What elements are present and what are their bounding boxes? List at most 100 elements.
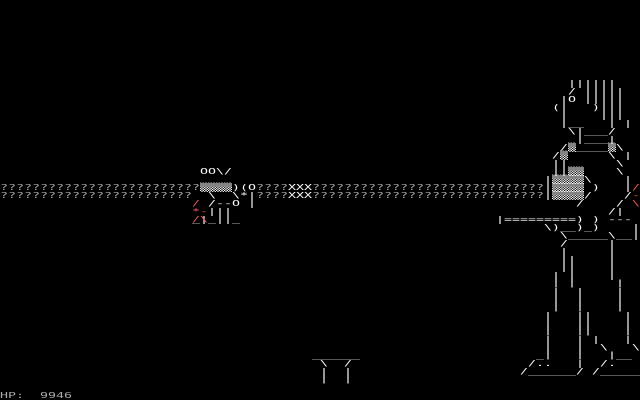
blank-gap [0,192,632,200]
hit-mark-row [0,312,640,320]
ascii-run: ????????????????????????????? [312,191,544,201]
ascii-run: ????????????????????????? [0,183,200,193]
hit-mark-row [0,0,640,8]
hit-mark-row [0,88,640,96]
ascii-figure-row: /--O | / / [0,200,640,208]
ascii-run: || [576,311,592,321]
hit-mark-row [0,272,640,280]
ascii-run: | [608,263,616,273]
ascii-run: |=========) [496,215,584,225]
ascii-figure-row: ||| /| [0,208,640,216]
ascii-run: | [576,335,584,345]
ascii-run: / [344,359,352,369]
ascii-run: --- [608,215,632,225]
hit-mark-row [0,168,640,176]
ascii-run: / [560,239,568,249]
ascii-run: | [624,319,632,329]
hit-mark-row [0,368,640,376]
ascii-run: | [624,311,632,321]
ascii-run: | [624,175,632,185]
ascii-figure-row: \|___/ [0,128,640,136]
ascii-run: _|_||_ [192,215,240,225]
ascii-run: | [320,367,328,377]
ascii-figure-row: | || | [0,320,640,328]
ascii-figure-row: ▒▒▒▒)(O XXX |▒▒▒▒ ) | [0,184,640,192]
ascii-run: | [320,375,328,385]
ascii-figure-row: | || | [0,328,640,336]
ascii-run: \)__)_) [544,223,600,233]
ascii-run: ???? [256,183,288,193]
ascii-run: | [616,287,624,297]
ascii-run: | [616,279,624,289]
blank-gap [200,200,632,208]
hit-mark-row [0,352,640,360]
ascii-run: |▒▒▒▒ [544,183,584,193]
ascii-run: ||▒▒ [552,167,584,177]
ascii-run: _| [536,351,552,361]
ascii-run: | [608,255,616,265]
ascii-run: | [624,119,632,129]
ascii-run: || [560,255,576,265]
ascii-run: | [608,271,616,281]
ascii-run: \|___/ [568,127,616,137]
hp-value: 9946 [40,391,72,400]
ascii-figure-row: | | | | [0,336,640,344]
ascii-run: |__ [560,119,584,129]
hit-mark-row [0,152,640,160]
ascii-run: ???? [256,191,288,201]
ascii-run: | [568,271,576,281]
ascii-run: | [552,295,560,305]
ascii-run: /▒ [552,151,568,161]
ascii-run: | [552,279,560,289]
ascii-run: (| [552,103,568,113]
ascii-run: /______/ [520,367,584,377]
hit-mark-row [0,232,640,240]
ascii-run: ||| [600,111,624,121]
ascii-run: | [592,335,600,345]
ascii-figure-row: /▒ \ | [0,152,640,160]
hit-mark-row [0,344,640,352]
ascii-run: / [632,183,640,193]
ascii-run: ????????????????????????????? [312,183,544,193]
hit-mark-row [0,64,640,72]
ascii-run: / [192,199,200,209]
ascii-run: || [576,327,592,337]
hit-mark-row [0,144,640,152]
ascii-run: | [576,351,584,361]
ascii-run: ||| [208,207,232,217]
ascii-figure-row: | | [0,248,640,256]
ascii-run: | [576,295,584,305]
ascii-run: \ [208,191,216,201]
terrain-row: HP: 9946 [0,392,640,400]
hit-mark-row: - [0,192,640,200]
ascii-run: | [552,271,560,281]
ascii-run: | [576,343,584,353]
ascii-run: /--O [208,199,240,209]
hit-mark-row: /\ [0,216,640,224]
ascii-figure-row: \)__)_) | [0,224,640,232]
hit-mark-row [0,328,640,336]
ascii-run: | [576,303,584,313]
ascii-run: /▒____▒\ [560,143,624,153]
ascii-run: | [624,151,632,161]
hit-mark-row [0,392,640,400]
ascii-run: \ [616,159,624,169]
blank-gap [0,200,192,208]
ascii-run: | [624,183,632,193]
ascii-figure-row: OO\/ ||▒▒ \ [0,168,640,176]
ascii-run: || [552,159,568,169]
hit-mark-row [0,112,640,120]
ascii-figure-row: | | | [0,296,640,304]
blank-gap [0,208,192,216]
ascii-run: /\ [192,215,208,225]
ascii-run: )||| [592,103,624,113]
hit-mark-row [0,280,640,288]
ascii-figure-row: | | | [0,304,640,312]
hit-mark-row [0,360,640,368]
ascii-figure-row: \ / /.. | /. [0,360,640,368]
ascii-figure-row: | | [0,376,640,384]
hit-mark-row [0,80,640,88]
ascii-run: | [544,343,552,353]
ascii-run: | [624,335,632,345]
